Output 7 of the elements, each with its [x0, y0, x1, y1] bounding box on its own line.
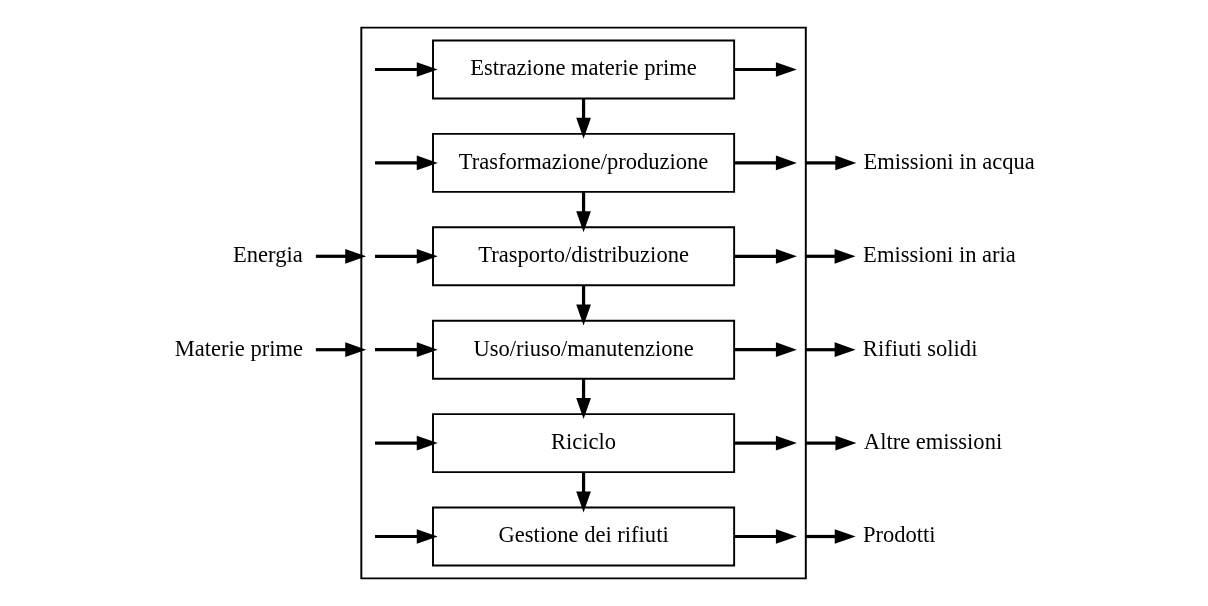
node-text: Rifiuti solidi: [862, 335, 977, 361]
node-text: Prodotti: [862, 522, 936, 548]
node-text: Emissioni in acqua: [862, 148, 1035, 174]
node-text: Materie prime: [174, 335, 303, 361]
node-text: Emissioni in aria: [862, 242, 1016, 268]
node-text: Energia: [232, 242, 303, 268]
node-text: Altre emissioni: [863, 429, 1002, 455]
